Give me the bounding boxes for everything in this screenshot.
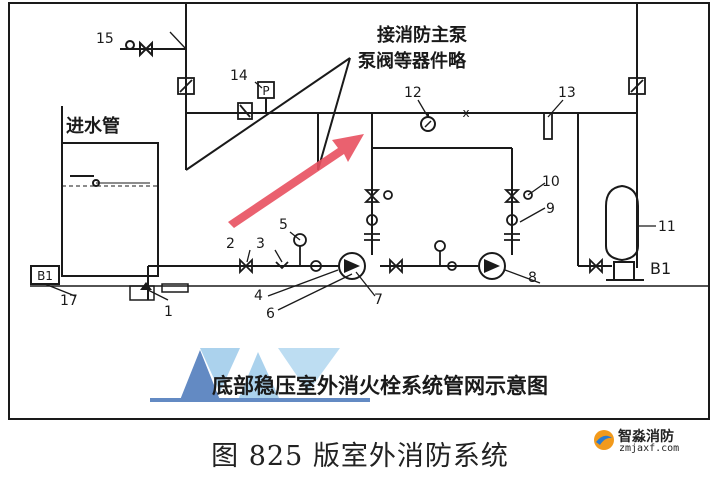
callout-8: 8 [528, 270, 537, 286]
figure-caption: 图 825 版室外消防系统 [211, 441, 509, 472]
pump-7-icon [338, 252, 366, 280]
callout-11: 11 [658, 219, 676, 235]
callout-2: 2 [226, 236, 235, 252]
note-line-1: 接消防主泵 [377, 24, 467, 46]
valve-15-handle-icon [125, 40, 135, 50]
callout-15: 15 [96, 31, 114, 47]
callout-13: 13 [558, 85, 576, 101]
leader-lines [44, 31, 656, 311]
callout-14: 14 [230, 68, 248, 84]
b1-label: B1 [650, 259, 671, 278]
callout-1: 1 [164, 304, 173, 320]
pressure-tank-11 [605, 184, 644, 281]
floor-fixture [161, 283, 189, 293]
callout-numbers: 1 2 3 4 5 6 7 8 9 10 11 12 13 14 15 17 [60, 31, 676, 322]
valve-15-icon [139, 40, 153, 58]
pointer-arrow [228, 134, 364, 228]
banner-title: 底部稳压室外消火栓系统管网示意图 [212, 374, 548, 398]
callout-9: 9 [546, 201, 555, 217]
b1-box-label: B1 [37, 269, 53, 283]
foot-valve-icon [140, 282, 152, 290]
callout-10: 10 [542, 174, 560, 190]
diagram-frame [8, 2, 710, 420]
logo-swirl-icon [594, 430, 614, 450]
inlet-label: 进水管 [66, 115, 120, 137]
callout-12: 12 [404, 85, 422, 101]
water-tank [61, 142, 159, 277]
callout-7: 7 [374, 292, 383, 308]
banner-watermark [150, 348, 370, 402]
callout-4: 4 [254, 288, 263, 304]
suction-fittings [239, 233, 603, 275]
riser-dampers [177, 77, 646, 120]
note-line-2: 泵阀等器件略 [358, 50, 467, 72]
logo-name: 智淼消防 [618, 429, 674, 445]
callout-17: 17 [60, 293, 78, 309]
logo-url: zmjaxf.com [619, 443, 680, 454]
pump-riser-fittings [363, 189, 533, 241]
pressure-switch-mark: P [262, 84, 269, 98]
x-mark: x [462, 106, 469, 120]
meter-13-icon [543, 112, 553, 140]
callout-3: 3 [256, 236, 265, 252]
site-logo: 智淼消防 zmjaxf.com [590, 426, 715, 456]
callout-5: 5 [279, 217, 288, 233]
callout-6: 6 [266, 306, 275, 322]
pump-8-icon [478, 252, 506, 280]
